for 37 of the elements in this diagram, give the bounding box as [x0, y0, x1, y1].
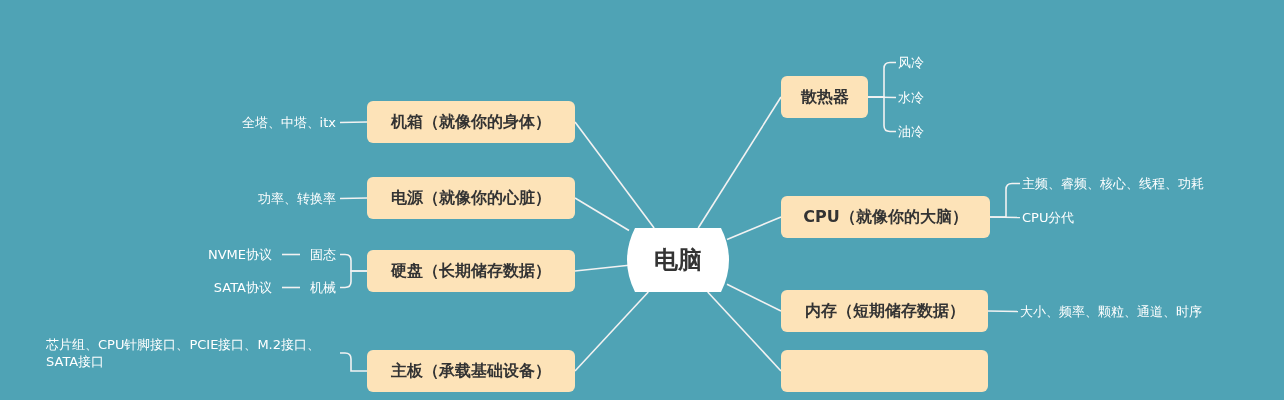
subtopic-text: CPU分代 [1022, 209, 1222, 226]
subtopic-text: 机械 [306, 279, 336, 296]
subtopic-text: 油冷 [898, 123, 938, 140]
topic-box: CPU（就像你的大脑） [781, 196, 990, 238]
subtopic-text: 全塔、中塔、itx [232, 114, 336, 131]
subtopic-text: 芯片组、CPU针脚接口、PCIE接口、M.2接口、SATA接口 [46, 336, 336, 370]
subtopic-text: 大小、频率、颗粒、通道、时序 [1020, 303, 1220, 320]
connector-line [987, 310, 1019, 313]
subtopic-text: SATA协议 [206, 279, 272, 296]
connector-line [339, 197, 368, 200]
connector-line [989, 216, 1021, 219]
connector-line [339, 121, 368, 124]
subtopic-text: 功率、转换率 [248, 190, 336, 207]
subtopic-text: 水冷 [898, 89, 938, 106]
connector-line [726, 283, 782, 312]
subtopic-text: 固态 [306, 246, 336, 263]
topic-box [781, 350, 988, 392]
central-topic-text: 电脑 [654, 245, 702, 276]
subtopic-text: 主频、睿频、核心、线程、功耗 [1022, 175, 1222, 192]
topic-box: 机箱（就像你的身体） [367, 101, 575, 143]
topic-box: 散热器 [781, 76, 868, 118]
subtopic-text: 风冷 [898, 54, 938, 71]
connector-line [726, 216, 782, 241]
connector-line [574, 291, 650, 372]
connector-line [706, 291, 782, 372]
topic-box: 电源（就像你的心脏） [367, 177, 575, 219]
connector-line [574, 197, 630, 232]
connector-line [281, 286, 301, 289]
topic-box: 硬盘（长期储存数据） [367, 250, 575, 292]
subtopic-text: NVME协议 [200, 246, 272, 263]
connector-line [339, 352, 368, 372]
connector-line [339, 270, 368, 289]
topic-box: 内存（短期储存数据） [781, 290, 988, 332]
connector-line [574, 121, 655, 229]
topic-box: 主板（承载基础设备） [367, 350, 575, 392]
connector-line [697, 96, 782, 229]
connector-line [281, 253, 301, 256]
